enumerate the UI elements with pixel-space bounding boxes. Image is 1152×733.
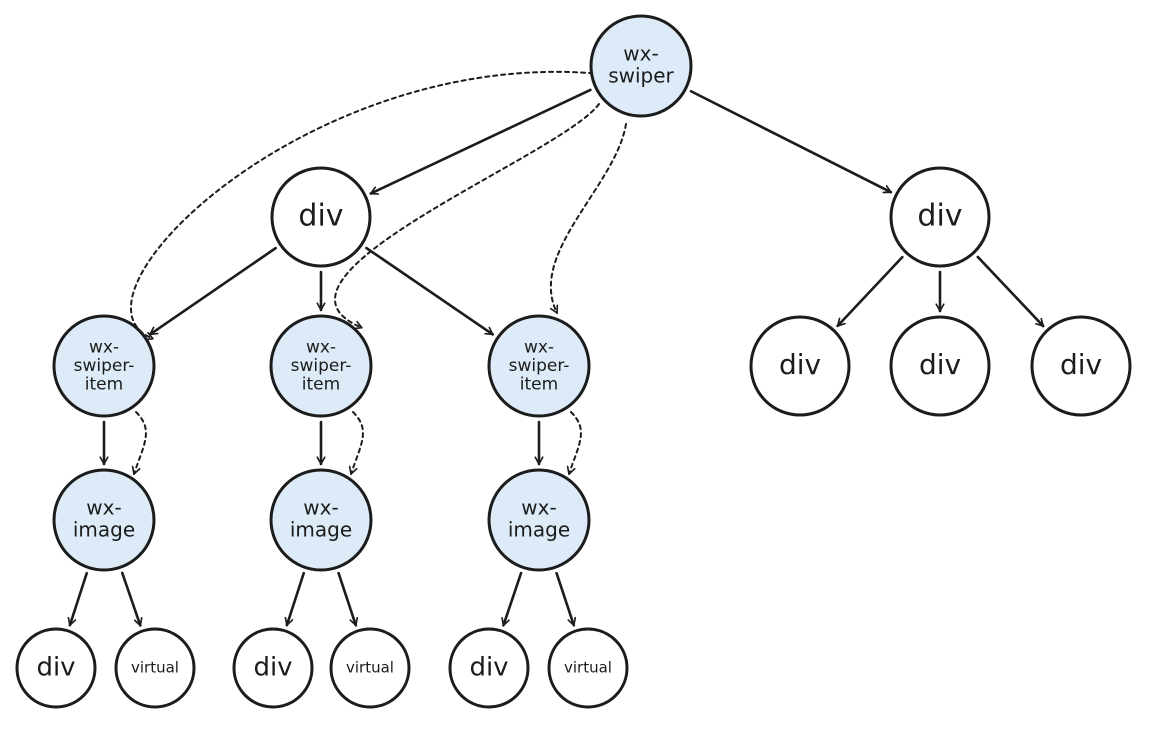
node-label-line: div <box>469 653 508 683</box>
node-label-line: swiper- <box>509 356 570 376</box>
node-circle <box>487 314 591 418</box>
node-circle <box>114 627 196 709</box>
node-label-line: item <box>85 375 123 395</box>
node-circle <box>749 315 851 417</box>
node-circle <box>589 14 693 118</box>
edge-item_3-to-image_3-dashed <box>569 411 582 475</box>
edge-root-to-right_div-solid <box>689 89 893 194</box>
node-image-1: wx-image <box>52 468 156 572</box>
node-leaf-virtual-2: virtual <box>329 627 411 709</box>
node-right-child-2: div <box>889 315 991 417</box>
node-circle <box>232 627 314 709</box>
node-label-line: wx- <box>521 496 556 520</box>
edge-right_div-to-right_child_1-solid <box>836 255 904 328</box>
node-circle <box>1030 315 1132 417</box>
node-label-line: image <box>290 518 352 542</box>
node-circle <box>15 627 97 709</box>
edge-root-to-item_3-dashed <box>551 123 627 314</box>
node-label-line: wx- <box>623 42 658 66</box>
node-item-2: wx-swiper-item <box>269 314 373 418</box>
edge-image_2-to-leaf_div_2-solid <box>287 571 306 627</box>
node-label-line: wx- <box>86 496 121 520</box>
node-image-2: wx-image <box>269 468 373 572</box>
node-label-line: virtual <box>131 659 179 677</box>
node-label-line: div <box>36 653 75 683</box>
node-label-line: div <box>779 348 821 381</box>
edge-item_2-to-image_2-dashed <box>351 411 364 475</box>
node-label-line: swiper <box>608 64 674 88</box>
node-circle <box>52 314 156 418</box>
node-label-line: swiper- <box>291 356 352 376</box>
node-right-child-1: div <box>749 315 851 417</box>
edges-layer <box>70 71 1045 627</box>
edge-root-to-item_1-dashed <box>130 71 602 339</box>
node-label-line: div <box>1060 348 1102 381</box>
node-label-line: image <box>508 518 570 542</box>
edge-image_1-to-leaf_virtual_1-solid <box>120 571 140 627</box>
edge-right_div-to-right_child_3-solid <box>976 255 1045 328</box>
node-label-line: div <box>253 653 292 683</box>
node-circle <box>52 468 156 572</box>
node-circle <box>329 627 411 709</box>
node-circle <box>269 314 373 418</box>
node-label-line: swiper- <box>74 356 135 376</box>
node-circle <box>889 166 991 268</box>
node-circle <box>487 468 591 572</box>
edge-image_3-to-leaf_virtual_3-solid <box>555 571 574 627</box>
node-image-3: wx-image <box>487 468 591 572</box>
node-label-line: virtual <box>346 659 394 677</box>
node-leaf-div-1: div <box>15 627 97 709</box>
edge-image_1-to-leaf_div_1-solid <box>70 571 89 627</box>
node-label-line: image <box>73 518 135 542</box>
node-label-line: item <box>302 375 340 395</box>
node-leaf-div-3: div <box>448 627 530 709</box>
node-circle <box>547 627 629 709</box>
node-right-div: div <box>889 166 991 268</box>
node-right-child-3: div <box>1030 315 1132 417</box>
node-label-line: wx- <box>89 337 119 357</box>
node-label-line: div <box>917 199 962 234</box>
edge-image_2-to-leaf_virtual_2-solid <box>337 571 356 627</box>
node-label-line: wx- <box>306 337 336 357</box>
edge-root-to-item_2-dashed <box>334 103 600 328</box>
node-item-3: wx-swiper-item <box>487 314 591 418</box>
node-leaf-virtual-1: virtual <box>114 627 196 709</box>
edge-left_div-to-item_3-solid <box>365 246 495 336</box>
edge-item_1-to-image_1-dashed <box>134 411 147 475</box>
node-leaf-virtual-3: virtual <box>547 627 629 709</box>
edge-left_div-to-item_1-solid <box>148 246 277 336</box>
node-circle <box>269 468 373 572</box>
edge-root-to-left_div-solid <box>369 88 592 194</box>
node-item-1: wx-swiper-item <box>52 314 156 418</box>
node-circle <box>448 627 530 709</box>
edge-image_3-to-leaf_div_3-solid <box>503 571 523 627</box>
node-label-line: virtual <box>564 659 612 677</box>
node-label-line: item <box>520 375 558 395</box>
node-left-div: div <box>270 166 372 268</box>
node-label-line: div <box>298 199 343 234</box>
node-label-line: wx- <box>524 337 554 357</box>
node-leaf-div-2: div <box>232 627 314 709</box>
node-circle <box>270 166 372 268</box>
node-label-line: wx- <box>303 496 338 520</box>
node-circle <box>889 315 991 417</box>
node-label-line: div <box>919 348 961 381</box>
node-root: wx-swiper <box>589 14 693 118</box>
